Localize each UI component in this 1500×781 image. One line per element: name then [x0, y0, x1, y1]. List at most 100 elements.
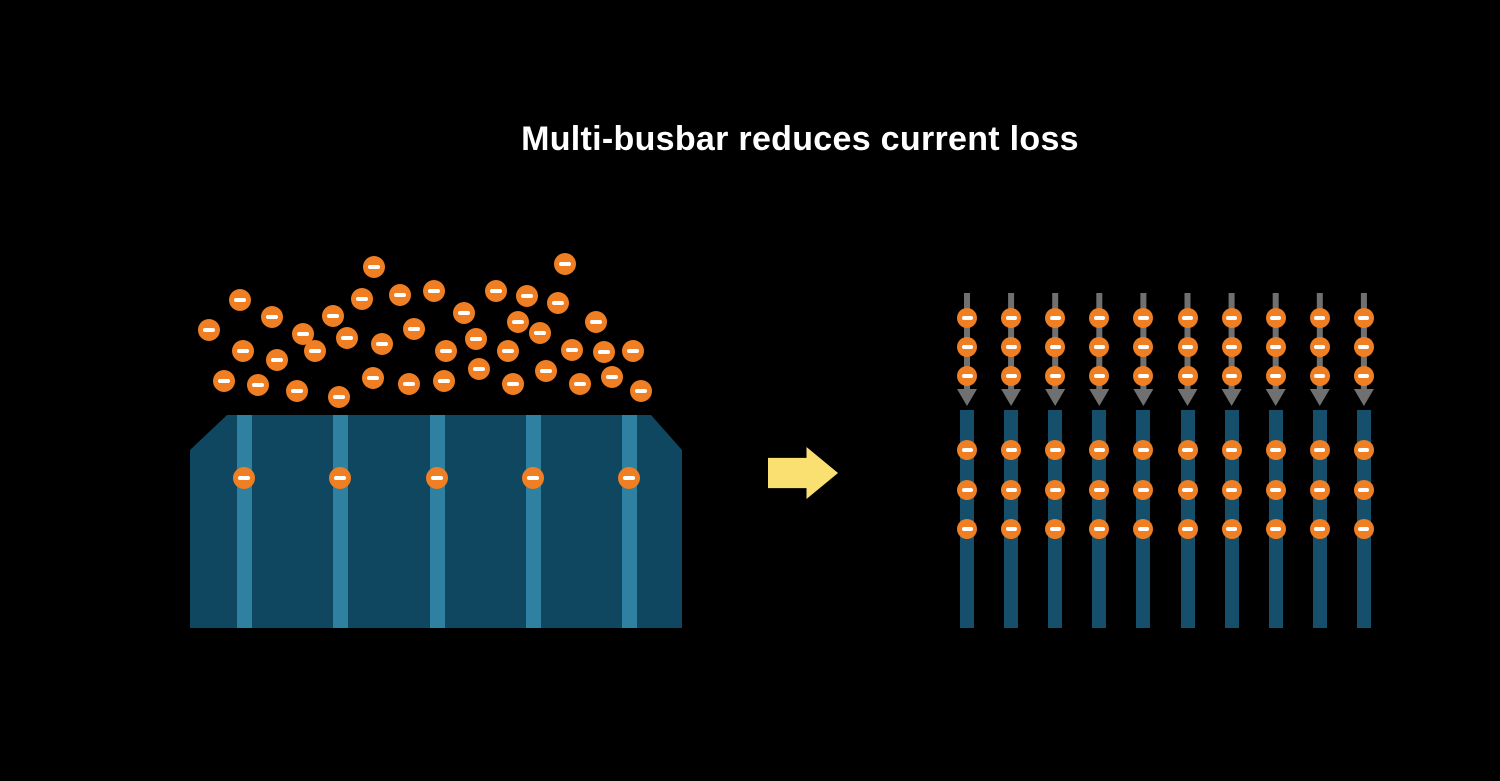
electron-icon	[601, 366, 623, 388]
electron-icon	[1353, 337, 1374, 357]
electron-icon	[1221, 337, 1242, 357]
electron-icon	[1001, 519, 1022, 539]
electron-icon	[1353, 366, 1374, 386]
electron-icon	[1353, 440, 1374, 460]
diagram-title: Multi-busbar reduces current loss	[521, 120, 1079, 158]
electron-icon	[398, 373, 420, 395]
electron-icon	[957, 366, 977, 386]
electron-icon	[1045, 519, 1066, 539]
electron-icon	[389, 284, 411, 306]
electron-icon	[371, 333, 393, 355]
electron-icon	[426, 467, 448, 489]
electron-icon	[1133, 440, 1154, 460]
electron-icon	[618, 467, 640, 489]
electron-icon	[198, 319, 220, 341]
electron-icon	[351, 288, 373, 310]
electron-icon	[1309, 440, 1330, 460]
electron-icon	[630, 380, 652, 402]
electron-icon	[468, 358, 490, 380]
electron-icon	[516, 285, 538, 307]
electron-icon	[304, 340, 326, 362]
electron-icon	[1133, 366, 1154, 386]
electron-icon	[266, 349, 288, 371]
electron-icon	[1001, 366, 1022, 386]
electron-icon	[1265, 366, 1286, 386]
electron-icon	[1045, 366, 1066, 386]
electron-icon	[1045, 337, 1066, 357]
electron-icon	[1177, 519, 1198, 539]
electron-icon	[1089, 308, 1110, 328]
electron-icon	[1089, 440, 1110, 460]
electron-icon	[1133, 519, 1154, 539]
electron-icon	[423, 280, 445, 302]
electron-icon	[554, 253, 576, 275]
electron-icon	[957, 440, 977, 460]
electron-icon	[957, 337, 977, 357]
electron-icon	[286, 380, 308, 402]
electron-icon	[507, 311, 529, 333]
electron-icon	[957, 480, 977, 500]
electron-icon	[435, 340, 457, 362]
electron-icon	[1309, 308, 1330, 328]
electron-icon	[1089, 519, 1110, 539]
electron-icon	[322, 305, 344, 327]
electron-icon	[233, 467, 255, 489]
busbar-stripe	[621, 415, 637, 628]
electron-icon	[1045, 480, 1066, 500]
electron-icon	[1133, 480, 1154, 500]
electron-icon	[957, 308, 977, 328]
electron-icon	[1221, 440, 1242, 460]
electron-icon	[465, 328, 487, 350]
electron-icon	[1221, 366, 1242, 386]
electron-icon	[1133, 337, 1154, 357]
electron-icon	[1309, 366, 1330, 386]
electron-icon	[1265, 519, 1286, 539]
electron-icon	[336, 327, 358, 349]
electron-icon	[593, 341, 615, 363]
electron-icon	[1309, 480, 1330, 500]
busbar-stripe	[429, 415, 445, 628]
electron-icon	[362, 367, 384, 389]
electron-icon	[1089, 337, 1110, 357]
electron-icon	[485, 280, 507, 302]
electron-icon	[1001, 308, 1022, 328]
electron-icon	[1177, 308, 1198, 328]
electron-icon	[261, 306, 283, 328]
electron-icon	[292, 323, 314, 345]
electron-icon	[1221, 308, 1242, 328]
electron-icon	[1177, 440, 1198, 460]
electron-icon	[1265, 480, 1286, 500]
electron-icon	[1177, 366, 1198, 386]
electron-icon	[232, 340, 254, 362]
electron-icon	[561, 339, 583, 361]
electron-icon	[1045, 308, 1066, 328]
electron-icon	[535, 360, 557, 382]
electron-icon	[403, 318, 425, 340]
electron-icon	[1353, 519, 1374, 539]
electron-icon	[247, 374, 269, 396]
electron-icon	[1089, 366, 1110, 386]
electron-icon	[1089, 480, 1110, 500]
electron-icon	[522, 467, 544, 489]
electron-icon	[585, 311, 607, 333]
electron-icon	[1177, 337, 1198, 357]
electron-icon	[547, 292, 569, 314]
electron-icon	[213, 370, 235, 392]
electron-icon	[453, 302, 475, 324]
electron-icon	[529, 322, 551, 344]
busbar-stripe	[525, 415, 541, 628]
electron-icon	[497, 340, 519, 362]
electron-icon	[1001, 337, 1022, 357]
electron-icon	[622, 340, 644, 362]
electron-icon	[1309, 519, 1330, 539]
electron-icon	[1177, 480, 1198, 500]
electron-icon	[1221, 519, 1242, 539]
electron-icon	[1001, 480, 1022, 500]
electron-icon	[1045, 440, 1066, 460]
electron-icon	[433, 370, 455, 392]
right-arrow-icon	[768, 447, 838, 499]
electron-icon	[1221, 480, 1242, 500]
electron-icon	[502, 373, 524, 395]
electron-icon	[569, 373, 591, 395]
